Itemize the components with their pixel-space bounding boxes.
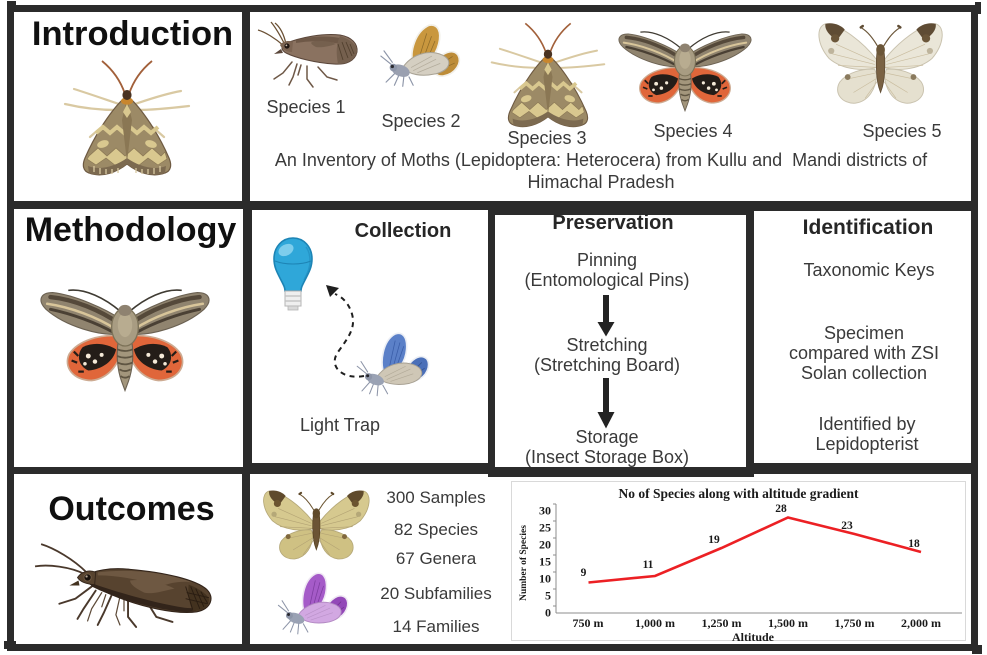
svg-text:1,250 m: 1,250 m [702,616,742,630]
svg-text:5: 5 [545,589,551,603]
svg-text:15: 15 [539,555,551,569]
svg-text:Altitude: Altitude [732,630,775,644]
svg-text:18: 18 [908,538,920,550]
svg-text:1,000 m: 1,000 m [635,616,675,630]
svg-text:23: 23 [841,520,853,532]
svg-text:2,000 m: 2,000 m [901,616,941,630]
svg-text:19: 19 [708,534,720,546]
svg-text:1,750 m: 1,750 m [835,616,875,630]
svg-text:11: 11 [643,559,654,571]
svg-text:0: 0 [545,606,551,620]
svg-text:28: 28 [775,503,787,515]
svg-text:30: 30 [539,504,551,518]
svg-text:750 m: 750 m [573,616,604,630]
svg-text:10: 10 [539,572,551,586]
svg-text:25: 25 [539,521,551,535]
svg-text:20: 20 [539,538,551,552]
svg-text:9: 9 [581,567,587,579]
svg-text:1,500 m: 1,500 m [768,616,808,630]
